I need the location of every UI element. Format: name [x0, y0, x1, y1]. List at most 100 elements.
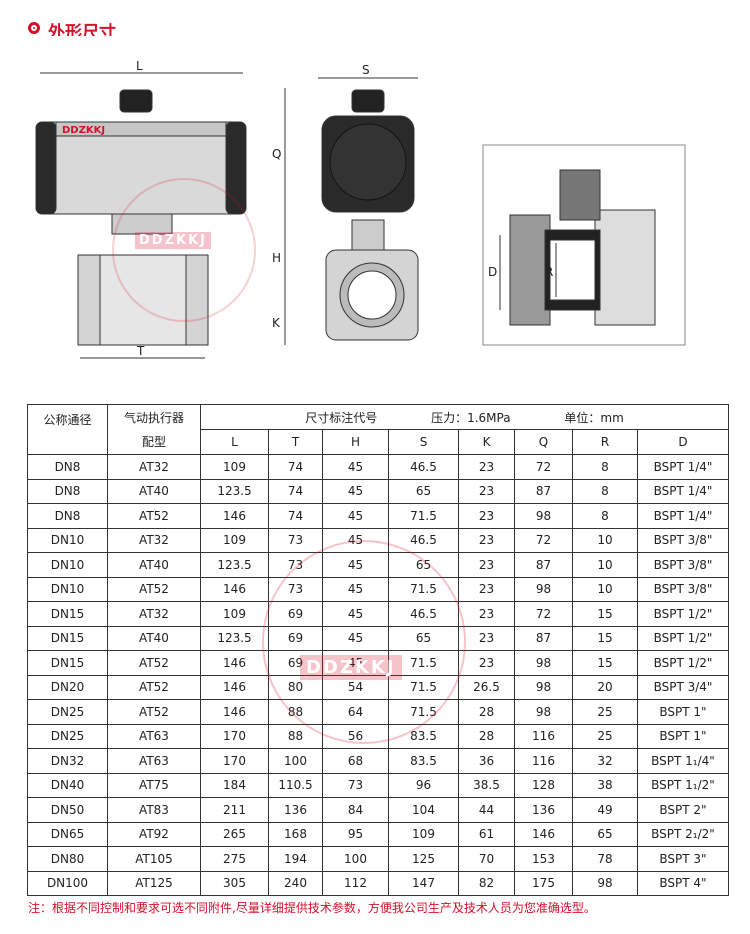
label-L: L — [136, 59, 143, 73]
table-cell: 23 — [458, 625, 515, 651]
table-cell: 38.5 — [458, 772, 515, 798]
table-cell: 147 — [388, 870, 459, 896]
table-cell: 23 — [458, 527, 515, 553]
table-cell: AT32 — [107, 601, 201, 627]
table-cell: 168 — [268, 821, 323, 847]
table-cell: 146 — [200, 503, 269, 529]
table-cell: BSPT 1/4" — [637, 503, 729, 529]
table-cell: 10 — [572, 552, 638, 578]
table-cell: 70 — [458, 846, 515, 872]
table-cell: 56 — [322, 723, 389, 749]
table-cell: 78 — [572, 846, 638, 872]
table-cell: 32 — [572, 748, 638, 774]
table-cell: DN15 — [27, 650, 108, 676]
table-cell: BSPT 1₁/2" — [637, 772, 729, 798]
table-cell: 61 — [458, 821, 515, 847]
table-cell: 73 — [268, 527, 323, 553]
table-cell: AT63 — [107, 723, 201, 749]
table-cell: DN8 — [27, 478, 108, 504]
table-cell: 100 — [268, 748, 323, 774]
table-cell: DN8 — [27, 503, 108, 529]
table-cell: 25 — [572, 699, 638, 725]
dims-title: 尺寸标注代号 — [305, 410, 378, 425]
table-cell: 45 — [322, 552, 389, 578]
table-cell: 265 — [200, 821, 269, 847]
table-cell: 82 — [458, 870, 515, 896]
table-cell: 125 — [388, 846, 459, 872]
table-cell: 71.5 — [388, 503, 459, 529]
table-cell: 112 — [322, 870, 389, 896]
table-cell: 98 — [514, 503, 573, 529]
table-cell: 146 — [200, 650, 269, 676]
table-cell: 87 — [514, 552, 573, 578]
table-header-row-1: 公称通径 气动执行器 尺寸标注代号 压力：1.6MPa 单位：mm — [27, 404, 729, 455]
table-cell: 23 — [458, 454, 515, 480]
table-cell: 84 — [322, 797, 389, 823]
table-cell: 23 — [458, 601, 515, 627]
header-dims-title: 尺寸标注代号 压力：1.6MPa 单位：mm — [200, 404, 729, 430]
table-cell: 73 — [322, 772, 389, 798]
table-cell: AT32 — [107, 527, 201, 553]
table-cell: 194 — [268, 846, 323, 872]
table-cell: BSPT 1/2" — [637, 650, 729, 676]
table-cell: 49 — [572, 797, 638, 823]
table-cell: 116 — [514, 748, 573, 774]
table-cell: BSPT 1/2" — [637, 601, 729, 627]
table-cell: 23 — [458, 478, 515, 504]
table-cell: 153 — [514, 846, 573, 872]
table-cell: AT75 — [107, 772, 201, 798]
table-cell: 96 — [388, 772, 459, 798]
table-cell: 128 — [514, 772, 573, 798]
table-cell: 23 — [458, 552, 515, 578]
table-cell: BSPT 1" — [637, 699, 729, 725]
table-cell: 98 — [572, 870, 638, 896]
circle-bullet-icon — [28, 22, 40, 34]
label-S: S — [362, 63, 370, 77]
table-cell: 104 — [388, 797, 459, 823]
table-cell: 65 — [388, 552, 459, 578]
table-cell: 95 — [322, 821, 389, 847]
table-cell: BSPT 1/2" — [637, 625, 729, 651]
section-title: 外形尺寸 — [28, 18, 116, 36]
table-cell: 98 — [514, 674, 573, 700]
table-cell: 136 — [268, 797, 323, 823]
table-cell: 20 — [572, 674, 638, 700]
table-cell: BSPT 3/4" — [637, 674, 729, 700]
table-cell: DN50 — [27, 797, 108, 823]
table-cell: 64 — [322, 699, 389, 725]
table-cell: 46.5 — [388, 454, 459, 480]
table-cell: DN15 — [27, 601, 108, 627]
label-Q: Q — [272, 147, 281, 161]
table-cell: DN20 — [27, 674, 108, 700]
table-cell: 26.5 — [458, 674, 515, 700]
table-cell: 23 — [458, 503, 515, 529]
table-cell: 136 — [514, 797, 573, 823]
table-cell: AT32 — [107, 454, 201, 480]
table-cell: BSPT 1₁/4" — [637, 748, 729, 774]
table-cell: 74 — [268, 503, 323, 529]
table-cell: 123.5 — [200, 625, 269, 651]
table-cell: 98 — [514, 650, 573, 676]
table-cell: 28 — [458, 723, 515, 749]
table-cell: BSPT 2₁/2" — [637, 821, 729, 847]
header-nominal: 公称通径 — [27, 404, 108, 455]
side-view-drawing: S Q H K — [272, 63, 419, 345]
table-cell: 305 — [200, 870, 269, 896]
table-cell: AT52 — [107, 650, 201, 676]
column-header-L: L — [200, 429, 269, 455]
table-cell: 10 — [572, 527, 638, 553]
table-cell: BSPT 1/4" — [637, 454, 729, 480]
table-cell: 65 — [572, 821, 638, 847]
table-cell: BSPT 2" — [637, 797, 729, 823]
pressure-label: 压力：1.6MPa — [431, 410, 511, 425]
